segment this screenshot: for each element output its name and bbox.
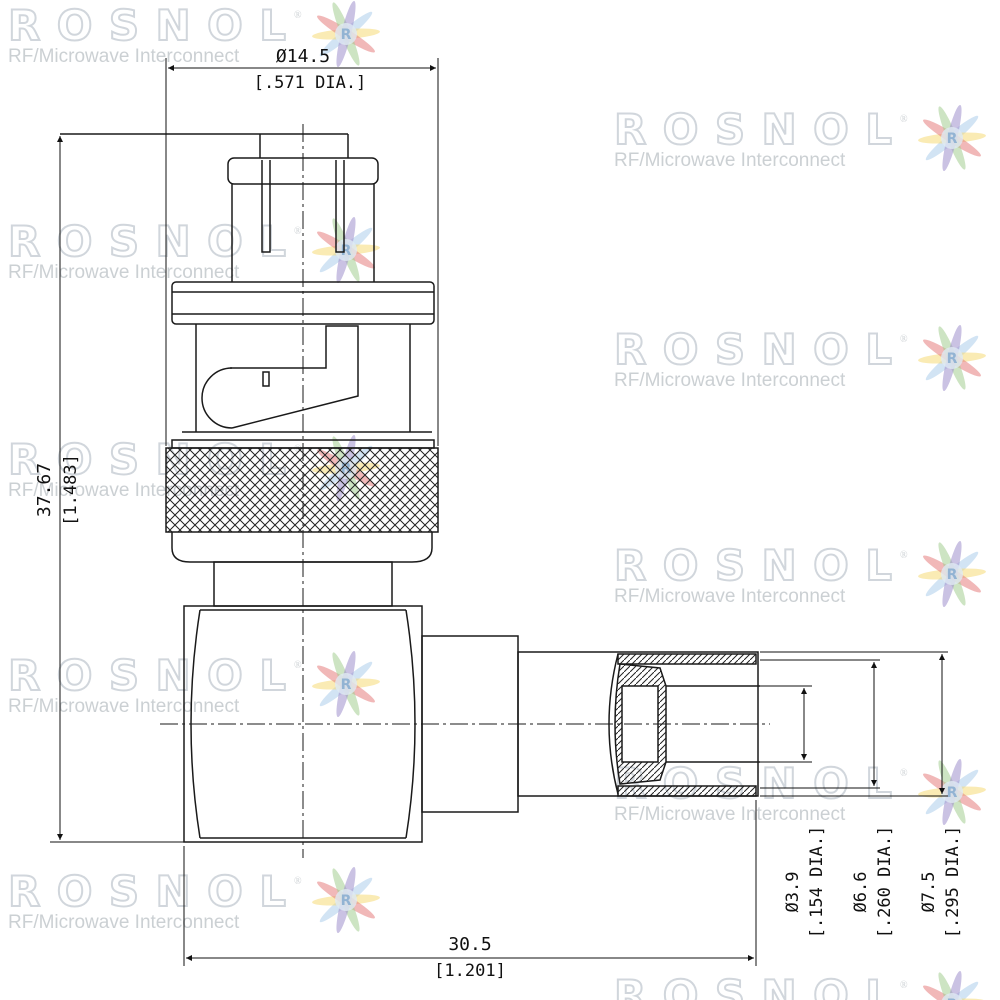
d3-metric: Ø7.5 [919, 872, 939, 913]
rosnol-watermark: ROSNOL ® RF/Microwave Interconnect R [7, 866, 380, 934]
rosnol-watermark: ROSNOL ® RF/Microwave Interconnect R [7, 216, 380, 284]
watermark-tagline: RF/Microwave Interconnect [614, 804, 846, 825]
svg-text:R: R [341, 243, 352, 259]
watermark-brand: ROSNOL [8, 867, 286, 916]
rosnol-watermark: ROSNOL ® RF/Microwave Interconnect R [613, 324, 986, 392]
width-imperial: [1.201] [434, 961, 506, 981]
top-diameter-metric: Ø14.5 [276, 46, 330, 67]
rosnol-logo-icon: R [312, 216, 380, 284]
height-imperial: [1.483] [61, 454, 81, 526]
rosnol-watermark: ROSNOL ® RF/Microwave Interconnect R [613, 540, 986, 608]
watermark-brand: ROSNOL [8, 1, 286, 50]
svg-text:R: R [947, 131, 958, 147]
top-diameter-imperial: [.571 DIA.] [254, 73, 367, 93]
svg-text:R: R [341, 27, 352, 43]
watermark-brand: ROSNOL [614, 541, 892, 590]
watermark-tagline: RF/Microwave Interconnect [8, 46, 240, 67]
rosnol-watermark: ROSNOL ® RF/Microwave Interconnect R [613, 104, 986, 172]
height-metric: 37.67 [34, 463, 55, 517]
watermark-tagline: RF/Microwave Interconnect [614, 150, 846, 171]
watermark-registered: ® [900, 980, 908, 991]
d1-imperial: [.154 DIA.] [807, 826, 827, 939]
rosnol-logo-icon: R [312, 866, 380, 934]
svg-text:R: R [947, 351, 958, 367]
watermark-brand: ROSNOL [8, 651, 286, 700]
watermark-tagline: RF/Microwave Interconnect [8, 696, 240, 717]
rosnol-logo-icon: R [918, 758, 986, 826]
svg-text:R: R [341, 893, 352, 909]
dimension-lines [50, 58, 948, 966]
watermark-registered: ® [294, 876, 302, 887]
rosnol-logo-icon: R [312, 0, 380, 68]
watermark-registered: ® [294, 660, 302, 671]
dimension-labels: Ø14.5 [.571 DIA.] 37.67 [1.483] 30.5 [1.… [34, 46, 963, 981]
watermark-tagline: RF/Microwave Interconnect [8, 262, 240, 283]
knurled-nut [165, 447, 439, 533]
watermark-brand: ROSNOL [614, 325, 892, 374]
d1-metric: Ø3.9 [783, 872, 803, 913]
watermark-brand: ROSNOL [614, 971, 892, 1000]
watermark-registered: ® [900, 550, 908, 561]
width-metric: 30.5 [448, 934, 491, 955]
svg-text:R: R [947, 785, 958, 801]
center-lines [160, 124, 770, 858]
rosnol-logo-icon: R [918, 540, 986, 608]
svg-text:R: R [341, 677, 352, 693]
watermark-tagline: RF/Microwave Interconnect [614, 370, 846, 391]
watermark-registered: ® [900, 114, 908, 125]
watermark-brand: ROSNOL [8, 217, 286, 266]
watermark-registered: ® [294, 226, 302, 237]
d2-imperial: [.260 DIA.] [875, 826, 895, 939]
watermark-tagline: RF/Microwave Interconnect [614, 586, 846, 607]
svg-text:R: R [947, 997, 958, 1000]
d2-metric: Ø6.6 [851, 872, 871, 913]
watermark-layer: ROSNOL®RF/Microwave InterconnectRROSNOL®… [7, 0, 986, 1000]
watermark-tagline: RF/Microwave Interconnect [8, 912, 240, 933]
watermark-brand: ROSNOL [614, 105, 892, 154]
rosnol-logo-icon: R [918, 324, 986, 392]
rosnol-logo-icon: R [312, 650, 380, 718]
rosnol-logo-icon: R [918, 970, 986, 1000]
watermark-registered: ® [294, 10, 302, 21]
watermark-registered: ® [900, 768, 908, 779]
rosnol-logo-icon: R [918, 104, 986, 172]
d3-imperial: [.295 DIA.] [943, 826, 963, 939]
svg-text:R: R [947, 567, 958, 583]
watermark-registered: ® [900, 334, 908, 345]
